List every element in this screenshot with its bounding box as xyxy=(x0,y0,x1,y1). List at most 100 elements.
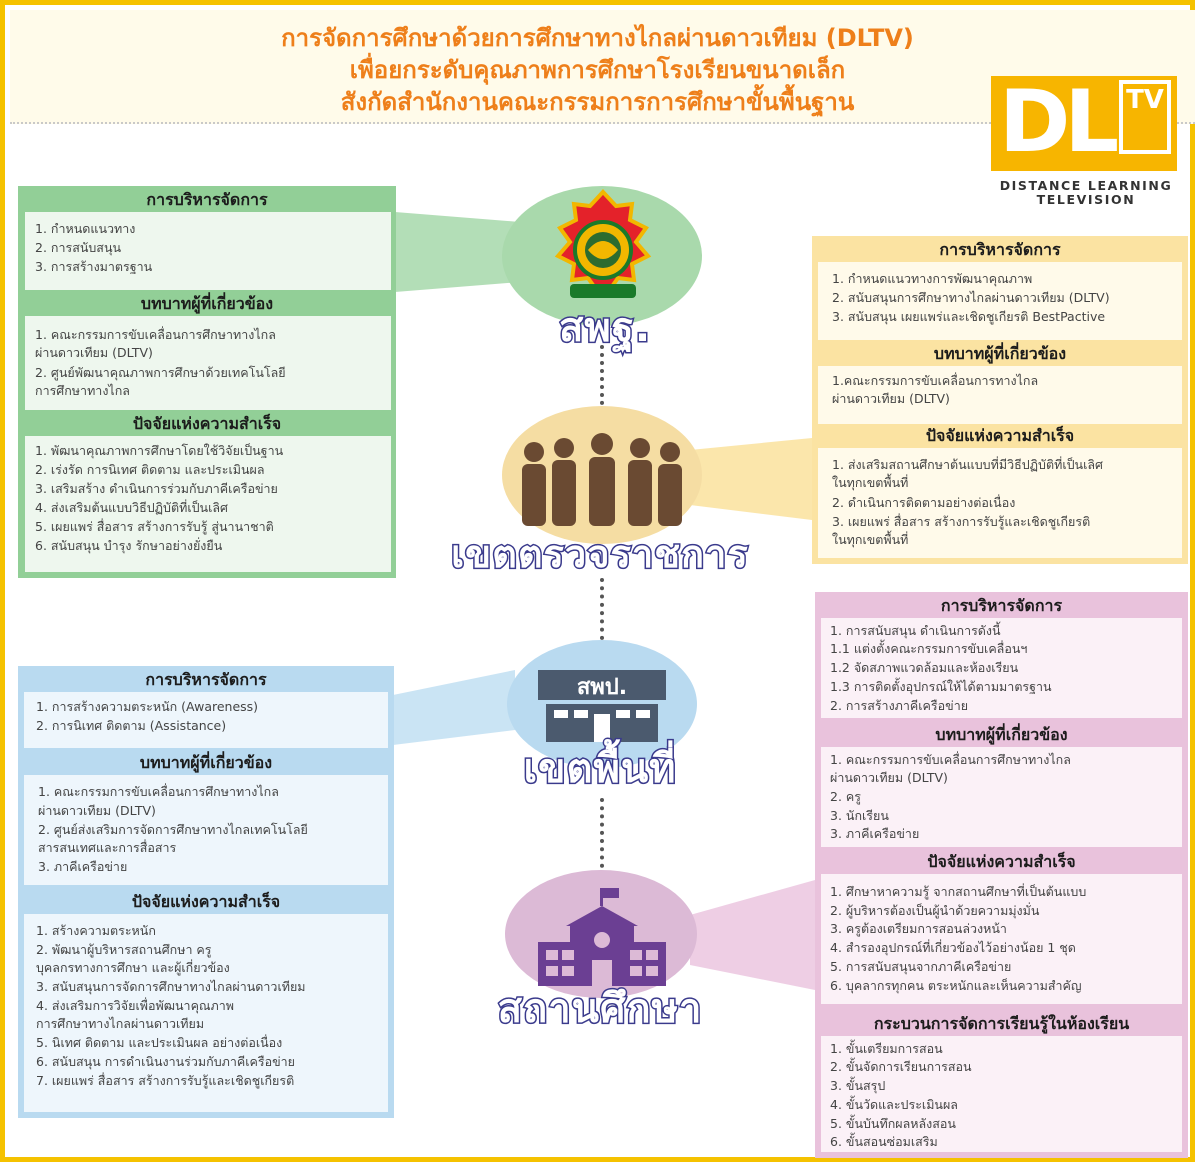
dltv-logo-subtitle-2: TELEVISION xyxy=(1036,192,1136,207)
area-s2-item: 3. ภาคีเครือข่าย xyxy=(38,859,128,874)
inspection-s1-item: 2. สนับสนุนการศึกษาทางไกลผ่านดาวเทียม (D… xyxy=(832,290,1110,305)
area-s2-item: ผ่านดาวเทียม (DLTV) xyxy=(38,803,156,818)
office-building-icon: สพป. xyxy=(538,670,666,742)
dltv-logo-tv: TV xyxy=(1119,80,1171,154)
area-connector xyxy=(393,670,515,745)
school-section-3-body xyxy=(821,874,1182,1004)
obec-s1-item: 2. การสนับสนุน xyxy=(35,240,122,255)
school-section-3-title: ปัจจัยแห่งความสำเร็จ xyxy=(927,852,1076,871)
area-s3-item: 7. เผยแพร่ สื่อสาร สร้างการรับรู้และเชิด… xyxy=(36,1073,295,1088)
school-section-2-body xyxy=(821,747,1182,847)
school-s3-item: 6. บุคลากรทุกคน ตระหนักและเห็นความสำคัญ xyxy=(830,978,1082,993)
connector-dots-3 xyxy=(600,798,604,876)
school-s1-item: 2. การสร้างภาคีเครือข่าย xyxy=(830,698,969,713)
obec-s2-item: 2. ศูนย์พัฒนาคุณภาพการศึกษาด้วยเทคโนโลยี xyxy=(35,365,286,380)
school-s1-item: 1.3 การติดตั้งอุปกรณ์ให้ได้ตามมาตรฐาน xyxy=(830,679,1052,694)
obec-s3-item: 3. เสริมสร้าง ดำเนินการร่วมกับภาคีเครือข… xyxy=(35,481,278,496)
school-section-1-title: การบริหารจัดการ xyxy=(940,596,1063,615)
area-section-2-body xyxy=(24,775,388,885)
inspection-s3-item: 3. เผยแพร่ สื่อสาร สร้างการรับรู้และเชิด… xyxy=(832,514,1091,529)
obec-section-1-body xyxy=(25,212,391,290)
obec-section-3-body xyxy=(25,436,391,572)
obec-section-2-title: บทบาทผู้ที่เกี่ยวข้อง xyxy=(140,294,274,313)
area-s3-item: 6. สนับสนุน การดำเนินงานร่วมกับภาคีเครือ… xyxy=(36,1054,296,1069)
inspection-section-1-body xyxy=(818,262,1182,340)
page-title-line-2: เพื่อยกระดับคุณภาพการศึกษาโรงเรียนขนาดเล… xyxy=(349,56,846,84)
connector-dots-2 xyxy=(600,578,604,640)
school-s4-item: 4. ขั้นวัดและประเมินผล xyxy=(830,1097,958,1112)
area-s3-item: 4. ส่งเสริมการวิจัยเพื่อพัฒนาคุณภาพ xyxy=(36,998,235,1013)
school-s2-item: 3. นักเรียน xyxy=(830,808,889,823)
school-connector xyxy=(690,880,815,990)
school-section-4-body xyxy=(821,1036,1182,1152)
inspection-section-1-title: การบริหารจัดการ xyxy=(939,240,1061,259)
inspection-s3-item: 1. ส่งเสริมสถานศึกษาต้นแบบที่มีวิธีปฏิบั… xyxy=(832,457,1103,472)
school-s2-item: ผ่านดาวเทียม (DLTV) xyxy=(830,770,948,785)
connector-dots-1 xyxy=(600,345,604,405)
obec-s3-item: 5. เผยแพร่ สื่อสาร สร้างการรับรู้ สู่นาน… xyxy=(35,519,274,534)
obec-section-1-title: การบริหารจัดการ xyxy=(146,190,268,209)
area-s3-item: 3. สนับสนุนการจัดการศึกษาทางไกลผ่านดาวเท… xyxy=(36,979,306,994)
school-s2-item: 3. ภาคีเครือข่าย xyxy=(830,826,920,841)
school-s3-item: 3. ครูต้องเตรียมการสอนล่วงหน้า xyxy=(830,921,1007,936)
page-title-line-3: สังกัดสำนักงานคณะกรรมการการศึกษาขั้นพื้น… xyxy=(340,88,855,116)
inspection-s1-item: 1. กำหนดแนวทางการพัฒนาคุณภาพ xyxy=(832,271,1033,286)
school-s2-item: 2. ครู xyxy=(830,789,861,804)
school-section-4-title: กระบวนการจัดการเรียนรู้ในห้องเรียน xyxy=(873,1014,1130,1033)
area-s3-item: บุคลกรทางการศึกษา และผู้เกี่ยวข้อง xyxy=(36,960,230,975)
dltv-logo-word: DL xyxy=(999,72,1119,172)
school-s4-item: 3. ขั้นสรุป xyxy=(830,1078,886,1093)
school-s4-item: 5. ขั้นบันทึกผลหลังสอน xyxy=(830,1116,956,1131)
area-s3-item: 1. สร้างความตระหนัก xyxy=(36,923,156,938)
dltv-logo: DL TV DISTANCE LEARNING TELEVISION xyxy=(990,72,1182,207)
inspection-s3-item: ในทุกเขตพื้นที่ xyxy=(832,475,909,490)
area-section-2-title: บทบาทผู้ที่เกี่ยวข้อง xyxy=(139,753,273,772)
area-s2-item: 2. ศูนย์ส่งเสริมการจัดการศึกษาทางไกลเทคโ… xyxy=(38,822,308,837)
school-s3-item: 4. สำรองอุปกรณ์ที่เกี่ยวข้องไว้อย่างน้อย… xyxy=(830,940,1076,955)
obec-connector xyxy=(395,212,520,292)
inspection-section-2-title: บทบาทผู้ที่เกี่ยวข้อง xyxy=(933,344,1067,363)
obec-s3-item: 1. พัฒนาคุณภาพการศึกษาโดยใช้วิจัยเป็นฐาน xyxy=(35,443,284,458)
obec-s2-item: 1. คณะกรรมการขับเคลื่อนการศึกษาทางไกล xyxy=(35,327,276,342)
inspection-s1-item: 3. สนับสนุน เผยแพร่และเชิดชูเกียรติ Best… xyxy=(832,309,1106,324)
school-s3-item: 2. ผู้บริหารต้องเป็นผู้นำด้วยความมุ่งมั่… xyxy=(830,903,1040,918)
obec-s1-item: 1. กำหนดแนวทาง xyxy=(35,221,136,236)
obec-s3-item: 2. เร่งรัด การนิเทศ ติดตาม และประเมินผล xyxy=(35,462,265,477)
inspection-s3-item: ในทุกเขตพื้นที่ xyxy=(832,532,909,547)
school-section-1-body xyxy=(821,618,1182,718)
area-section-3-body xyxy=(24,914,388,1112)
dltv-logo-mark: DL TV xyxy=(991,72,1177,172)
school-s3-item: 1. ศึกษาหาความรู้ จากสถานศึกษาที่เป็นต้น… xyxy=(830,884,1087,899)
school-s1-item: 1. การสนับสนุน ดำเนินการดังนี้ xyxy=(830,623,1001,638)
area-section-1-title: การบริหารจัดการ xyxy=(145,670,267,689)
obec-hub-label: สพฐ. xyxy=(557,305,652,352)
people-group-icon xyxy=(522,433,682,526)
inspection-s2-item: ผ่านดาวเทียม (DLTV) xyxy=(832,391,950,406)
area-hub-label: เขตพื้นที่ xyxy=(522,745,677,794)
area-s1-item: 2. การนิเทศ ติดตาม (Assistance) xyxy=(36,718,227,733)
dltv-logo-subtitle-1: DISTANCE LEARNING xyxy=(999,178,1173,193)
school-s4-item: 2. ขั้นจัดการเรียนการสอน xyxy=(830,1059,972,1074)
area-s1-item: 1. การสร้างความตระหนัก (Awareness) xyxy=(36,699,259,714)
inspection-connector xyxy=(690,438,812,520)
obec-s1-item: 3. การสร้างมาตรฐาน xyxy=(35,259,153,274)
obec-emblem-icon xyxy=(554,189,652,298)
school-s1-item: 1.1 แต่งตั้งคณะกรรมการขับเคลื่อนฯ xyxy=(830,641,1028,656)
inspection-s2-item: 1.คณะกรรมการขับเคลื่อนการทางไกล xyxy=(832,373,1039,388)
area-s2-item: 1. คณะกรรมการขับเคลื่อนการศึกษาทางไกล xyxy=(38,784,279,799)
area-s3-item: การศึกษาทางไกลผ่านดาวเทียม xyxy=(36,1016,205,1031)
inspection-section-3-body xyxy=(818,448,1182,558)
area-section-1-body xyxy=(24,692,388,748)
obec-s3-item: 4. ส่งเสริมต้นแบบวิธีปฏิบัติที่เป็นเลิศ xyxy=(35,500,228,515)
area-s3-item: 2. พัฒนาผู้บริหารสถานศึกษา ครู xyxy=(36,942,212,957)
obec-section-2-body xyxy=(25,316,391,410)
obec-s2-item: การศึกษาทางไกล xyxy=(35,383,130,398)
school-s3-item: 5. การสนับสนุนจากภาคีเครือข่าย xyxy=(830,959,1012,974)
inspection-hub-label: เขตตรวจราชการ xyxy=(450,531,750,578)
school-s4-item: 6. ขั้นสอนซ่อมเสริม xyxy=(830,1134,938,1149)
school-s1-item: 1.2 จัดสภาพแวดล้อมและห้องเรียน xyxy=(830,660,1019,675)
obec-s3-item: 6. สนับสนุน บำรุง รักษาอย่างยั่งยืน xyxy=(35,538,223,553)
school-s2-item: 1. คณะกรรมการขับเคลื่อนการศึกษาทางไกล xyxy=(830,752,1071,767)
office-building-text: สพป. xyxy=(577,675,627,700)
obec-s2-item: ผ่านดาวเทียม (DLTV) xyxy=(35,345,153,360)
